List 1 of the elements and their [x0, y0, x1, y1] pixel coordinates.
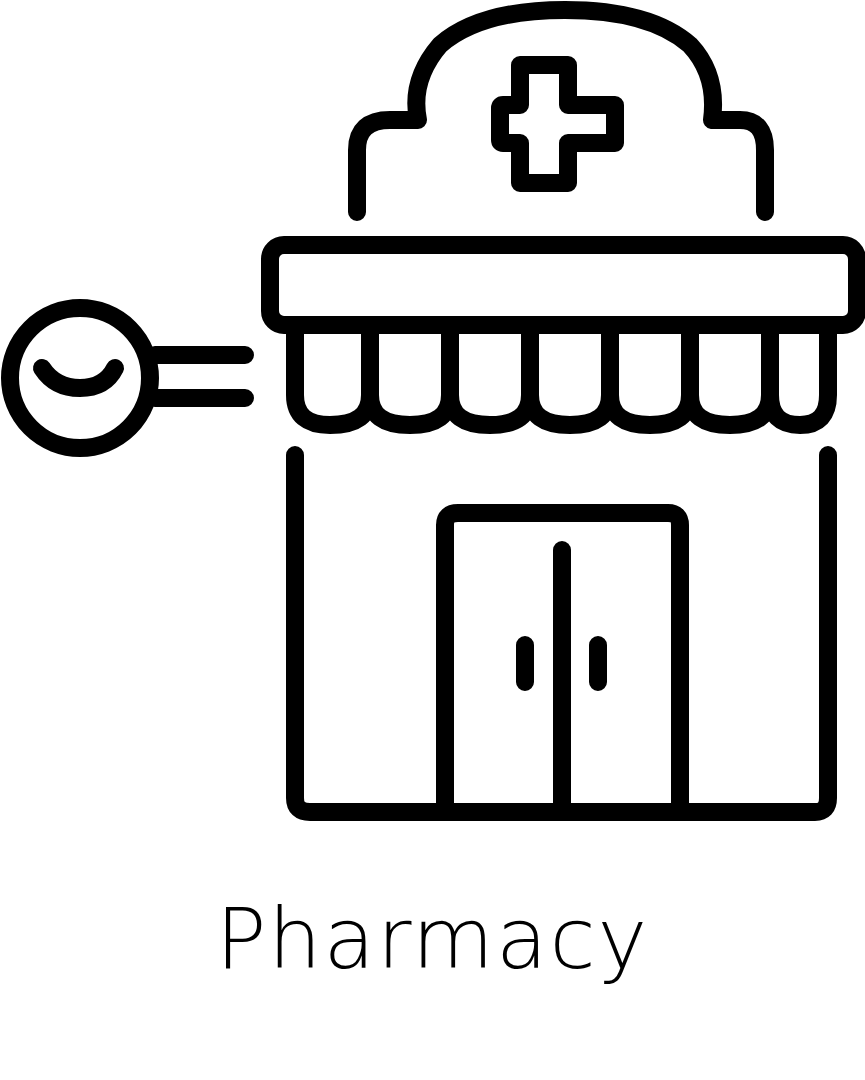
caption: Pharmacy [214, 890, 651, 988]
